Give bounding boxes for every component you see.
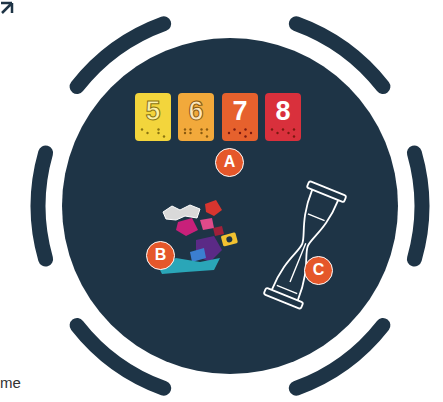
braille-dot xyxy=(244,135,246,137)
braille-dot xyxy=(228,132,230,134)
braille-dot xyxy=(239,132,241,134)
braille-dot xyxy=(206,135,208,137)
piece xyxy=(176,218,198,236)
braille-dots xyxy=(178,127,214,139)
callout-letter: B xyxy=(146,241,175,270)
braille-dot xyxy=(184,128,186,130)
braille-dot xyxy=(250,132,252,134)
braille-dot xyxy=(271,128,273,130)
braille-dot xyxy=(233,128,235,130)
hourglass-cap xyxy=(307,181,347,202)
braille-dot xyxy=(184,132,186,134)
piece-detail xyxy=(226,236,233,243)
braille-dot xyxy=(206,128,208,130)
braille-dot xyxy=(244,128,246,130)
callout-letter: A xyxy=(215,148,244,177)
camera-piece xyxy=(221,232,238,247)
braille-dot xyxy=(189,128,191,130)
corner-mark xyxy=(1,3,12,13)
chair xyxy=(38,153,45,259)
callout-letter: C xyxy=(304,256,333,285)
braille-dot xyxy=(146,132,148,134)
chair xyxy=(414,153,421,259)
piece xyxy=(190,248,206,262)
braille-dot xyxy=(200,132,202,134)
number-card: 8 xyxy=(265,93,301,141)
braille-dot xyxy=(282,128,284,130)
braille-dot xyxy=(293,128,295,130)
braille-dot xyxy=(287,132,289,134)
braille-dot xyxy=(157,128,159,130)
caption-fragment: me xyxy=(0,374,21,392)
table xyxy=(62,38,398,374)
number-card: 7 xyxy=(222,93,258,141)
hourglass xyxy=(264,181,347,309)
piece xyxy=(221,232,238,247)
piece xyxy=(200,218,214,230)
piece xyxy=(205,200,222,216)
braille-dot xyxy=(189,132,191,134)
number-card: 5 xyxy=(135,93,171,141)
braille-dot xyxy=(163,135,165,137)
braille-dot xyxy=(157,132,159,134)
piece xyxy=(163,205,200,220)
braille-dots xyxy=(265,127,301,139)
card-number: 6 xyxy=(178,93,214,126)
card-number: 8 xyxy=(265,93,301,126)
number-card: 6 xyxy=(178,93,214,141)
card-number: 7 xyxy=(222,93,258,126)
braille-dots xyxy=(135,127,171,139)
braille-dot xyxy=(141,128,143,130)
braille-dot xyxy=(276,132,278,134)
hourglass-cap xyxy=(264,288,304,309)
braille-dots xyxy=(222,127,258,139)
piece xyxy=(213,226,224,236)
hourglass-glass xyxy=(288,196,339,300)
card-number: 5 xyxy=(135,93,171,126)
braille-dot xyxy=(200,128,202,130)
braille-dot xyxy=(293,135,295,137)
